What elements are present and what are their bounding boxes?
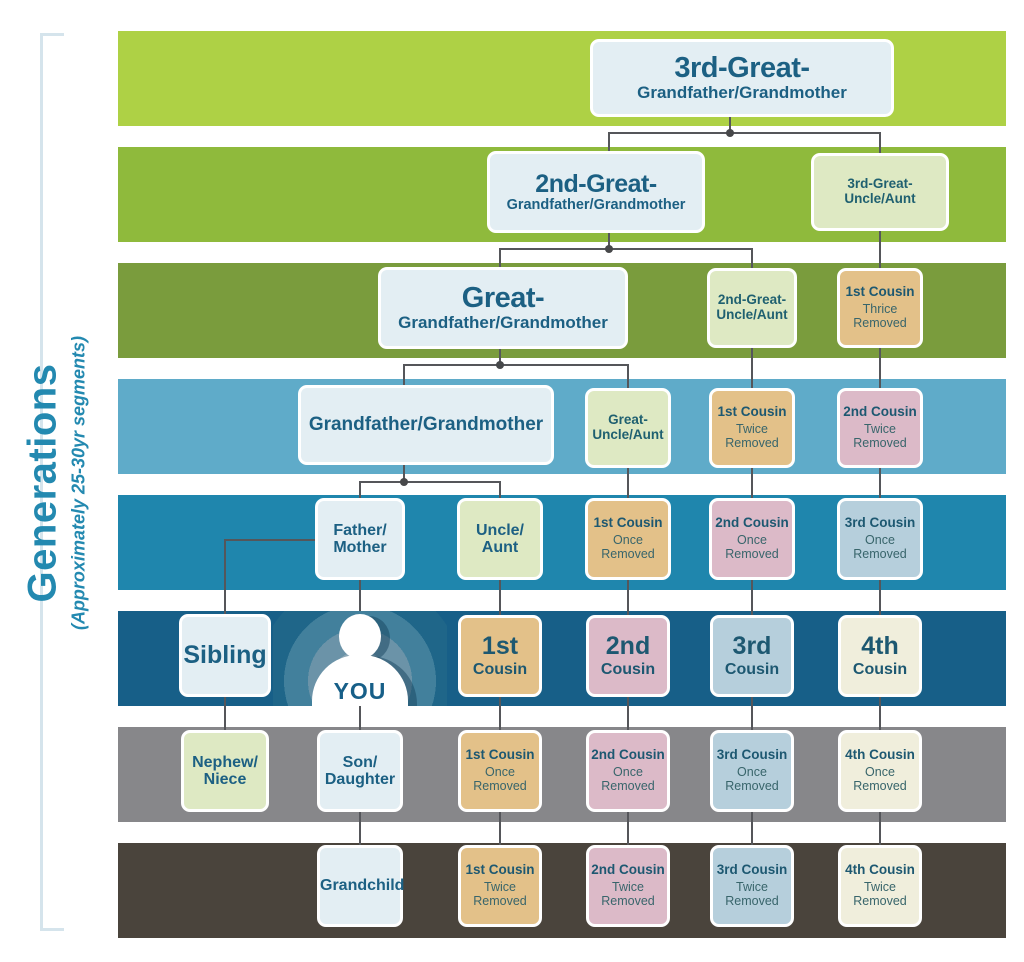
relative-box-subtitle: Twice Removed <box>725 421 779 451</box>
relative-box-title: Son/ <box>342 753 378 771</box>
relative-box-subtitle: Uncle/Aunt <box>592 427 664 442</box>
relative-box-3rd-great-grandfather-grandmother: 3rd-Great-Grandfather/Grandmother <box>590 39 894 117</box>
relative-box-title: 2nd Cousin <box>715 514 789 530</box>
relative-box-2nd-great-grandfather-grandmother: 2nd-Great-Grandfather/Grandmother <box>487 151 705 233</box>
relative-box-title: 2nd Cousin <box>591 861 665 877</box>
relative-box-nephew-niece: Nephew/Niece <box>181 730 269 812</box>
relative-box-subtitle: Once Removed <box>601 764 655 794</box>
relative-box-title: 2nd-Great- <box>535 169 657 198</box>
relative-box-great-uncle-aunt: Great-Uncle/Aunt <box>585 388 671 468</box>
relative-box-subtitle: Once Removed <box>853 532 907 562</box>
relative-box-title: 4th <box>861 632 899 661</box>
relative-box-title: 1st Cousin <box>465 861 535 877</box>
relative-box-subtitle: Grandfather/Grandmother <box>398 313 608 333</box>
generations-axis-label: Generations (Approximately 25-30yr segme… <box>21 336 90 630</box>
relative-box-subtitle: Twice Removed <box>601 879 655 909</box>
relative-box-subtitle: Daughter <box>324 771 396 788</box>
relative-box-title: 2nd <box>605 632 651 661</box>
relative-box-subtitle: Mother <box>333 539 387 556</box>
relative-box-father-mother: Father/Mother <box>315 498 405 580</box>
relative-box-title: 1st Cousin <box>845 283 915 299</box>
relative-box-subtitle: Cousin <box>472 661 528 679</box>
relative-box-subtitle: Once Removed <box>473 764 527 794</box>
relative-box-great-grandfather-grandmother: Great-Grandfather/Grandmother <box>378 267 628 349</box>
relative-box-subtitle: Twice Removed <box>725 879 779 909</box>
relative-box-subtitle: Once Removed <box>601 532 655 562</box>
relative-box-grandchild: Grandchild <box>317 845 405 927</box>
relative-box-title: Great- <box>461 282 545 315</box>
relative-box-subtitle: Twice Removed <box>473 879 527 909</box>
relative-box-subtitle: Cousin <box>852 661 908 679</box>
relative-box-title: 4th Cousin <box>845 746 915 762</box>
relative-box-subtitle: Thrice Removed <box>853 301 907 331</box>
relative-box-subtitle: Uncle/Aunt <box>716 307 788 322</box>
relative-box-subtitle: Grandfather/Grandmother <box>506 196 686 213</box>
relative-box-title: Grandfather/Grandmother <box>308 413 544 435</box>
relative-box-subtitle: Once Removed <box>853 764 907 794</box>
relative-box-title: 2nd Cousin <box>591 746 665 762</box>
relative-box-title: 2nd-Great- <box>717 292 787 308</box>
relative-box-title: 3rd Cousin <box>844 514 916 530</box>
relative-box-title: Nephew/ <box>192 753 258 771</box>
relative-box-title: 1st Cousin <box>465 746 535 762</box>
relative-box-subtitle: Niece <box>203 771 247 788</box>
relative-box-sibling: Sibling <box>179 614 271 697</box>
generations-bracket <box>40 33 64 931</box>
relative-box-subtitle: Cousin <box>724 661 780 679</box>
you-label: YOU <box>333 678 387 704</box>
relative-box-title: 3rd-Great- <box>847 176 913 192</box>
relative-box-title: Sibling <box>183 641 267 669</box>
relative-box-grandfather-grandmother: Grandfather/Grandmother <box>298 385 554 465</box>
relative-box-son-daughter: Son/Daughter <box>317 730 403 812</box>
relative-box-subtitle: Aunt <box>481 539 519 556</box>
relative-box-title: 4th Cousin <box>845 861 915 877</box>
relative-box-3rd-great-uncle-aunt: 3rd-Great-Uncle/Aunt <box>811 153 949 231</box>
relative-box-subtitle: Once Removed <box>725 764 779 794</box>
relative-box-title: 1st Cousin <box>593 514 663 530</box>
relative-box-subtitle: Grandfather/Grandmother <box>637 83 847 103</box>
relative-box-title: 3rd-Great- <box>674 52 810 85</box>
relative-box-title: 3rd Cousin <box>716 861 788 877</box>
relative-box-title: Great- <box>608 412 648 428</box>
relative-box-uncle-aunt: Uncle/Aunt <box>457 498 543 580</box>
relative-box-subtitle: Twice Removed <box>853 879 907 909</box>
relative-box-title: Father/ <box>333 521 387 539</box>
relative-box-title: 1st Cousin <box>717 403 787 419</box>
relative-box-subtitle: Twice Removed <box>853 421 907 451</box>
relative-box-title: 1st <box>481 632 519 661</box>
relative-box-title: Uncle/ <box>475 521 524 539</box>
relative-box-title: 3rd <box>732 632 772 661</box>
relative-box-title: 3rd Cousin <box>716 746 788 762</box>
relative-box-title: 2nd Cousin <box>843 403 917 419</box>
you-figure: YOU <box>273 611 447 706</box>
person-silhouette-head <box>339 614 381 659</box>
relative-box-subtitle: Once Removed <box>725 532 779 562</box>
generations-title: Generations <box>20 363 65 603</box>
relative-box-2nd-great-uncle-aunt: 2nd-Great-Uncle/Aunt <box>707 268 797 348</box>
relative-box-title: Grandchild <box>320 877 405 895</box>
relative-box-subtitle: Uncle/Aunt <box>844 191 916 206</box>
relative-box-subtitle: Cousin <box>600 661 656 679</box>
generations-subtitle: (Approximately 25-30yr segments) <box>68 335 89 631</box>
